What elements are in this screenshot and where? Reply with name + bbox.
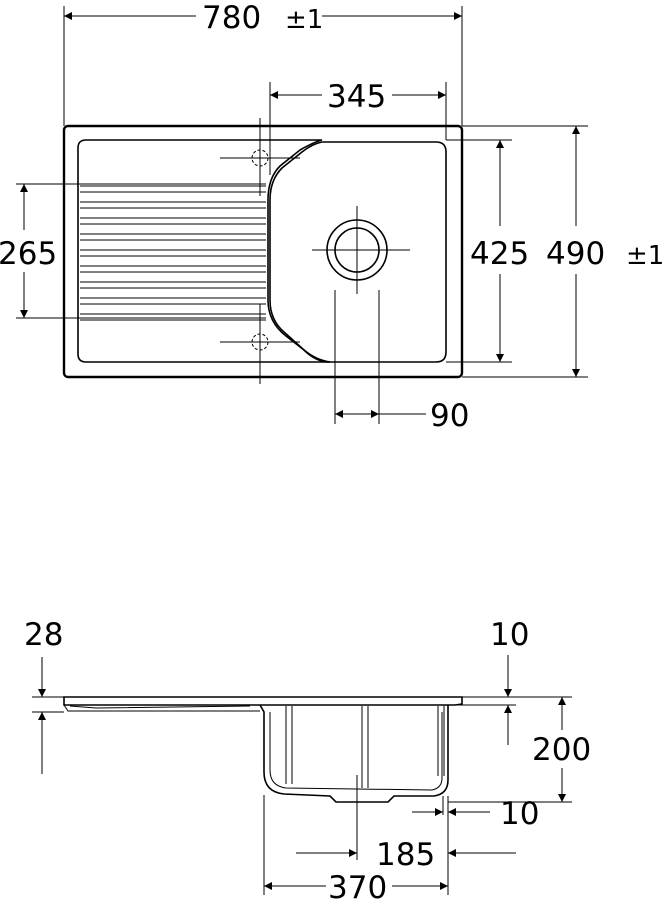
dim-bowl-length: 370 — [328, 870, 387, 900]
dim-bowl-depth: 425 — [470, 236, 529, 272]
dim-waste-diameter: 90 — [430, 398, 469, 434]
tap-hole-bottom — [220, 304, 300, 384]
dim-half-bowl: 185 — [376, 837, 435, 873]
dim-bowl-width: 345 — [327, 79, 386, 115]
tap-hole-top — [220, 118, 300, 196]
dim-bottom-offset: 10 — [500, 796, 539, 832]
dim-width-tolerance: ±1 — [285, 5, 323, 35]
dim-drainer-depth: 265 — [0, 236, 57, 272]
top-view: 780 ±1 345 265 425 490 ±1 90 — [0, 0, 662, 434]
rim-top — [63, 696, 463, 706]
waste-outlet — [312, 206, 410, 294]
bowl — [269, 141, 447, 363]
bowl-section — [259, 704, 449, 803]
dim-overall-depth: 490 — [546, 236, 605, 272]
dim-bowl-height: 200 — [532, 732, 591, 768]
drainer-grooves — [80, 185, 266, 321]
dim-overall-height: 28 — [24, 617, 63, 653]
dim-rim-thickness: 10 — [490, 617, 529, 653]
sink-outline — [62, 124, 464, 379]
dim-overall-width: 780 — [202, 0, 261, 36]
side-view: 28 10 200 10 185 370 — [24, 617, 591, 900]
dim-depth-tolerance: ±1 — [626, 241, 662, 271]
inner-contour — [77, 139, 331, 363]
